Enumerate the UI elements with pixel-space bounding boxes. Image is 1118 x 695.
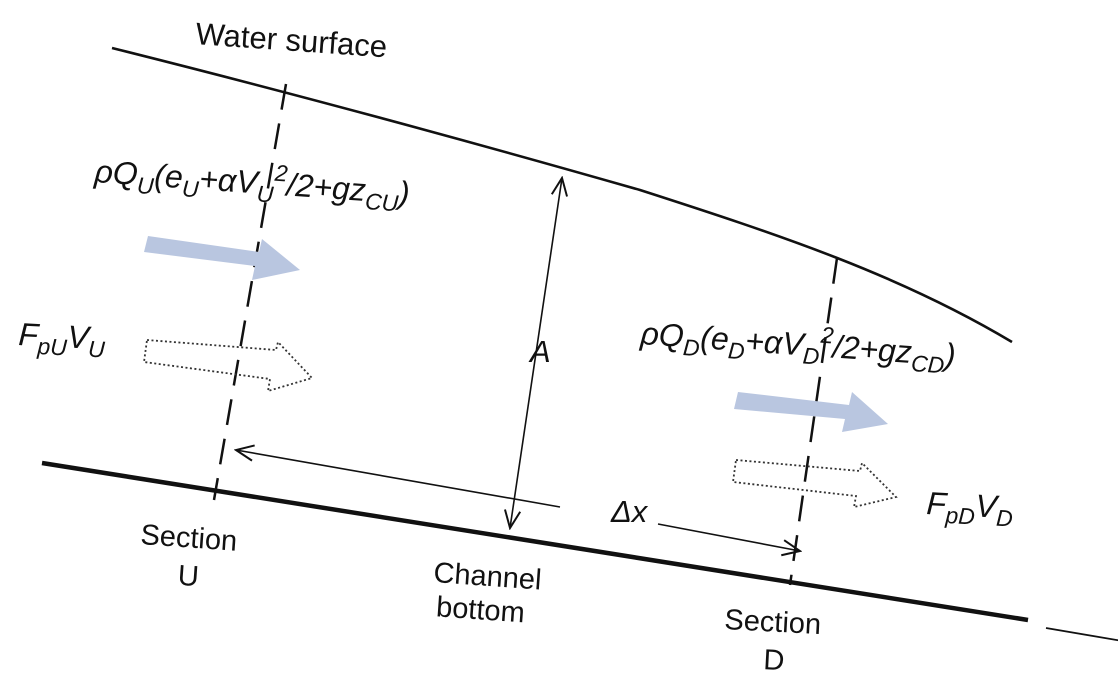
section-d-label: Section D bbox=[722, 604, 830, 679]
channel-bottom-label: Channel bottom bbox=[430, 557, 550, 631]
downstream-pressure-arrow bbox=[731, 459, 898, 509]
upstream-pressure-arrow bbox=[142, 339, 314, 393]
downstream-energy-arrow bbox=[734, 392, 888, 432]
channel-bottom-line bbox=[41, 460, 1029, 623]
delta-x-arrow bbox=[657, 523, 800, 551]
flow-direction-arrow bbox=[1045, 627, 1118, 642]
delta-x-label: Δx bbox=[610, 494, 649, 529]
upstream-energy-arrow bbox=[144, 236, 300, 280]
section-u-label: Section U bbox=[137, 519, 246, 596]
water-surface-line bbox=[111, 46, 1013, 344]
area-label: A bbox=[528, 334, 551, 369]
section-d-line bbox=[788, 257, 839, 586]
area-dimension-arrow bbox=[510, 178, 562, 528]
water-surface-label: Water surface bbox=[195, 16, 389, 64]
upstream-energy-flux-label: ρQU(eU+αVU2/2+gzCU) bbox=[92, 147, 411, 217]
downstream-pressure-work-label: FpDVD bbox=[925, 485, 1014, 531]
downstream-energy-flux-label: ρQD(eD+αVD2/2+gzCD) bbox=[638, 309, 957, 379]
section-u-leader-arrow bbox=[236, 450, 561, 508]
section-u-line bbox=[212, 83, 288, 501]
upstream-pressure-work-label: FpUVU bbox=[17, 316, 106, 363]
